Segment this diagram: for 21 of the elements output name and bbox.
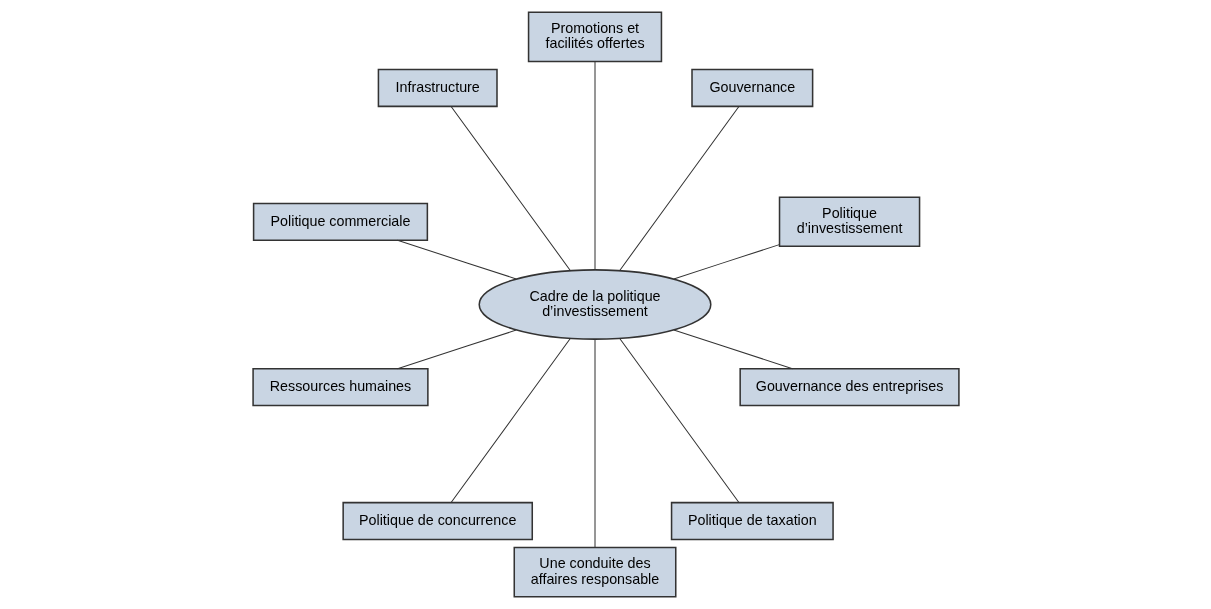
connector — [450, 338, 571, 504]
node-box: Politique de concurrence — [341, 501, 533, 541]
node-box: Ressources humaines — [251, 368, 429, 407]
connector — [618, 338, 739, 504]
connector — [396, 239, 517, 280]
node-ellipse: Cadre de la politique d’investissement — [477, 269, 712, 340]
node-box: Infrastructure — [377, 68, 498, 108]
connector — [618, 105, 739, 271]
node-box: Gouvernance des entreprises — [738, 368, 960, 407]
connector — [672, 329, 793, 370]
node-box: Promotions et facilités offertes — [527, 11, 662, 63]
connector — [594, 338, 595, 548]
connector — [594, 61, 595, 271]
node-box: Politique d’investissement — [778, 196, 920, 248]
connector — [396, 329, 517, 370]
connector — [672, 244, 780, 280]
connector — [450, 105, 571, 271]
node-box: Gouvernance — [690, 68, 813, 108]
node-box: Une conduite des affaires responsable — [513, 546, 677, 598]
node-box: Politique commerciale — [252, 202, 428, 241]
node-box: Politique de taxation — [670, 501, 834, 541]
